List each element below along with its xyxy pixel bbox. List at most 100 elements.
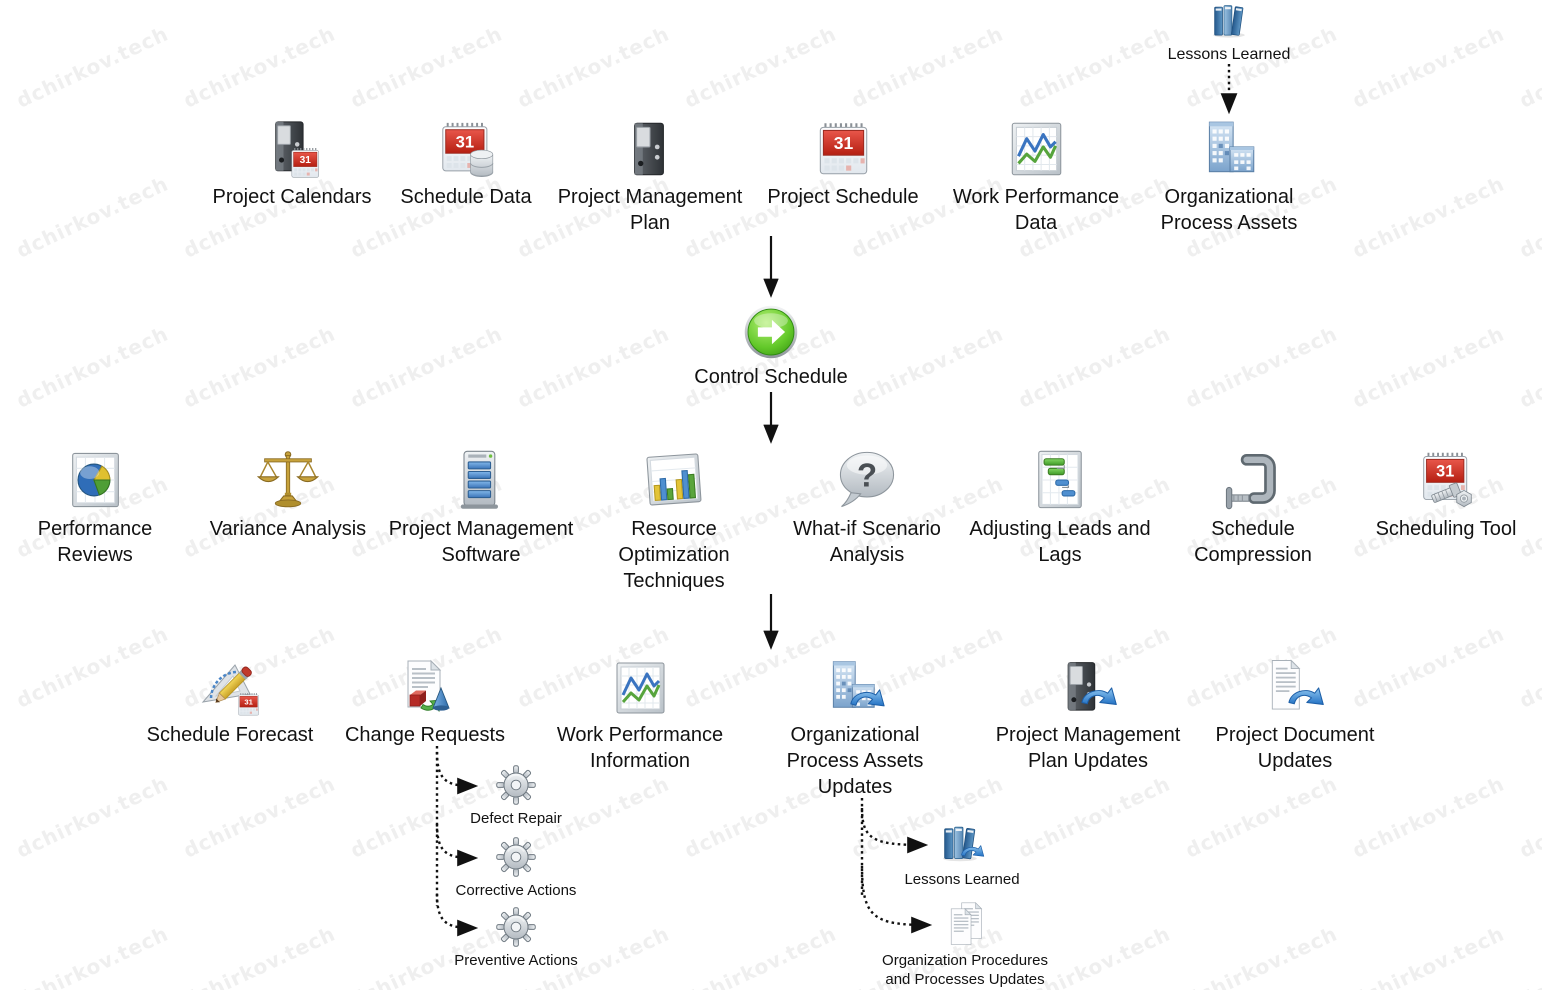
output-label: Change Requests: [344, 724, 506, 746]
watermark-text: dchirkov.tech: [1348, 321, 1509, 413]
tool-what-if-scenario-analysis: What-if Scenario Analysis: [777, 446, 957, 568]
building-icon: [1208, 121, 1255, 173]
output-label: Project Document Updates: [1215, 724, 1375, 772]
input-label: Schedule Data: [400, 186, 532, 208]
output-change-requests: Change Requests: [325, 656, 525, 748]
input-project-schedule: Project Schedule: [743, 116, 943, 210]
gantt-chart-icon: [1038, 450, 1082, 509]
tool-resource-optimization-techniques: Resource Optimization Techniques: [599, 446, 749, 594]
watermark-text: dchirkov.tech: [12, 771, 173, 863]
watermark-text: dchirkov.tech: [1348, 771, 1509, 863]
question-bubble-icon: [839, 451, 895, 508]
watermark-text: dchirkov.tech: [1515, 771, 1542, 863]
books-update-arrow-icon: [942, 826, 985, 862]
opa-update-org-procedures: Organization Procedures and Processes Up…: [873, 901, 1058, 989]
watermark-text: dchirkov.tech: [1348, 171, 1509, 263]
process-label: Control Schedule: [694, 366, 848, 388]
watermark-text: dchirkov.tech: [1181, 921, 1342, 990]
clamp-icon: [1219, 446, 1287, 514]
books-icon: [1212, 5, 1246, 38]
watermark-text: dchirkov.tech: [1348, 921, 1509, 990]
change-request-type-label: Defect Repair: [470, 810, 562, 827]
green-arrow-button-icon: [744, 305, 798, 359]
watermark-text: dchirkov.tech: [847, 321, 1008, 413]
watermark-text: dchirkov.tech: [346, 321, 507, 413]
watermark-text: dchirkov.tech: [680, 21, 841, 113]
input-schedule-data: Schedule Data: [376, 116, 556, 210]
watermark-text: dchirkov.tech: [12, 21, 173, 113]
opa-update-label: Organization Procedures and Processes Up…: [882, 952, 1048, 988]
tool-adjusting-leads-and-lags: Adjusting Leads and Lags: [955, 446, 1165, 568]
watermark-text: dchirkov.tech: [1348, 21, 1509, 113]
lessons-learned-label: Lessons Learned: [1167, 46, 1291, 63]
input-project-calendars: Project Calendars: [192, 116, 392, 210]
output-schedule-forecast: Schedule Forecast: [125, 656, 335, 748]
opa-update-lessons-learned: Lessons Learned: [877, 818, 1047, 889]
tool-label: Schedule Compression: [1194, 518, 1312, 566]
documents-icon: [941, 901, 989, 949]
document-update-arrow-icon: [1271, 660, 1324, 710]
calendar-icon: [819, 122, 868, 175]
balance-scales-icon: [257, 450, 319, 508]
tool-variance-analysis: Variance Analysis: [193, 446, 383, 542]
change-request-type-label: Corrective Actions: [455, 882, 577, 899]
line-chart-icon: [1010, 121, 1063, 177]
output-label: Organizational Process Assets Updates: [786, 724, 924, 798]
watermark-text: dchirkov.tech: [12, 171, 173, 263]
tool-label: Project Management Software: [388, 518, 574, 566]
input-label: Work Performance Data: [952, 186, 1120, 234]
tool-label: Scheduling Tool: [1375, 518, 1517, 540]
watermark-text: dchirkov.tech: [12, 321, 173, 413]
process-control-schedule: Control Schedule: [671, 302, 871, 390]
gear-icon: [495, 764, 537, 806]
tool-scheduling-tool: Scheduling Tool: [1361, 446, 1531, 542]
watermark-text: dchirkov.tech: [179, 771, 340, 863]
change-request-type-corrective-actions: Corrective Actions: [431, 835, 601, 900]
input-organizational-process-assets: Organizational Process Assets: [1139, 116, 1319, 236]
input-label: Project Schedule: [767, 186, 919, 208]
tool-label: Performance Reviews: [37, 518, 153, 566]
pie-chart-document-icon: [72, 452, 119, 508]
tool-schedule-compression: Schedule Compression: [1178, 446, 1328, 568]
watermark-text: dchirkov.tech: [1515, 621, 1542, 713]
output-project-management-plan-updates: Project Management Plan Updates: [983, 656, 1193, 774]
watermark-text: dchirkov.tech: [1181, 771, 1342, 863]
protractor-pencil-calendar-icon: [198, 656, 262, 720]
change-request-type-label: Preventive Actions: [454, 952, 578, 969]
binder-update-arrow-icon: [1067, 662, 1117, 711]
change-request-type-preventive-actions: Preventive Actions: [431, 905, 601, 970]
calendar-bolt-icon: [1422, 451, 1472, 508]
input-work-performance-data: Work Performance Data: [941, 116, 1131, 236]
binder-calendar-icon: [275, 121, 320, 178]
binder-icon: [634, 122, 664, 176]
watermark-text: dchirkov.tech: [179, 921, 340, 990]
line-chart-icon: [615, 661, 666, 715]
output-label: Project Management Plan Updates: [995, 724, 1181, 772]
watermark-text: dchirkov.tech: [1515, 21, 1542, 113]
watermark-text: dchirkov.tech: [179, 21, 340, 113]
change-request-type-defect-repair: Defect Repair: [431, 763, 601, 828]
input-label: Project Calendars: [212, 186, 372, 208]
input-label: Organizational Process Assets: [1160, 186, 1298, 234]
watermark-text: dchirkov.tech: [1181, 321, 1342, 413]
output-label: Schedule Forecast: [146, 724, 314, 746]
tool-performance-reviews: Performance Reviews: [20, 446, 170, 568]
tool-label: Resource Optimization Techniques: [618, 518, 730, 592]
tool-project-management-software: Project Management Software: [371, 446, 591, 568]
bar-chart-icon: [646, 453, 702, 506]
watermark-text: dchirkov.tech: [1515, 321, 1542, 413]
watermark-text: dchirkov.tech: [1515, 921, 1542, 990]
calendar-database-icon: [441, 121, 494, 178]
watermark-text: dchirkov.tech: [346, 21, 507, 113]
watermark-text: dchirkov.tech: [1014, 321, 1175, 413]
tool-label: What-if Scenario Analysis: [793, 518, 941, 566]
building-update-arrow-icon: [832, 661, 885, 708]
opa-update-label: Lessons Learned: [904, 871, 1020, 888]
gear-icon: [495, 906, 537, 948]
input-project-management-plan: Project Management Plan: [540, 116, 760, 236]
gear-icon: [495, 836, 537, 878]
output-project-document-updates: Project Document Updates: [1200, 656, 1390, 774]
input-label: Project Management Plan: [557, 186, 743, 234]
tool-label: Variance Analysis: [209, 518, 367, 540]
